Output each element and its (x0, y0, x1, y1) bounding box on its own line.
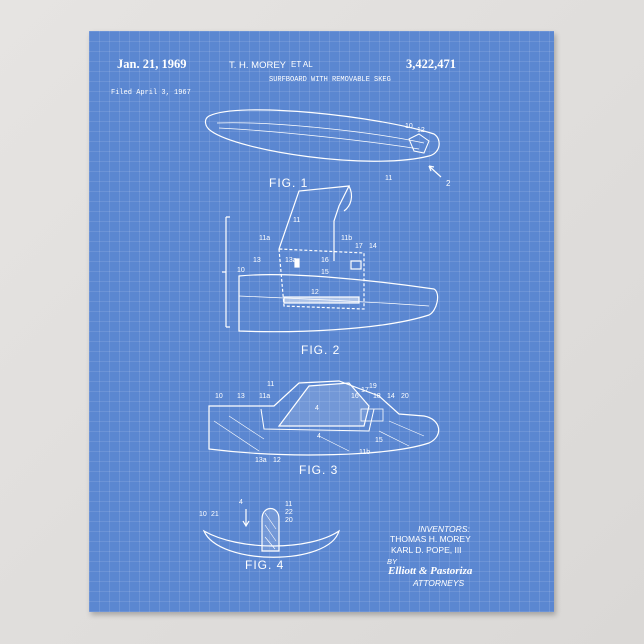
ref-numeral: 15 (321, 269, 329, 276)
ref-numeral: 17 (361, 387, 369, 394)
ref-numeral: 11b (341, 235, 352, 242)
fig2-label: FIG. 2 (301, 343, 340, 357)
fig3-label: FIG. 3 (299, 463, 338, 477)
ref-numeral: 11 (293, 217, 300, 224)
ref-numeral: 4 (317, 433, 321, 440)
ref-numeral: 13 (253, 257, 261, 264)
ref-numeral: 12 (417, 127, 425, 134)
ref-numeral: 11a (259, 393, 270, 400)
ref-numeral: 13a (255, 457, 267, 464)
ref-numeral: 10 (215, 393, 223, 400)
ref-numeral: 12 (311, 289, 319, 296)
ref-numeral: 11 (385, 175, 392, 182)
ref-numeral: 16 (351, 393, 359, 400)
ref-numeral: 17 (355, 243, 363, 250)
ref-numeral: 2 (446, 179, 450, 188)
patent-drawings (89, 31, 554, 612)
inventor-2: KARL D. POPE, III (391, 545, 462, 555)
ref-numeral: 19 (369, 383, 377, 390)
ref-numeral: 12 (273, 457, 281, 464)
ref-numeral: 18 (373, 393, 381, 400)
fig1-surfboard-drawing (205, 110, 441, 177)
ref-numeral: 11b (359, 449, 370, 456)
inventors-heading: INVENTORS: (418, 524, 470, 534)
ref-numeral: 11 (267, 381, 274, 388)
ref-numeral: 13a (285, 257, 297, 264)
ref-numeral: 20 (285, 517, 293, 524)
ref-numeral: 14 (369, 243, 377, 250)
ref-numeral: 10 (405, 123, 413, 130)
attorney-firm-signature: Elliott & Pastoriza (388, 565, 472, 577)
ref-numeral: 13 (237, 393, 245, 400)
ref-numeral: 11 (285, 501, 292, 508)
patent-poster: Jan. 21, 1969 T. H. MOREY ET AL 3,422,47… (89, 31, 554, 612)
ref-numeral: 14 (387, 393, 395, 400)
inventor-1: THOMAS H. MOREY (390, 534, 471, 544)
ref-numeral: 10 (199, 511, 207, 518)
ref-numeral: 15 (375, 437, 383, 444)
fig1-label: FIG. 1 (269, 176, 308, 190)
attorneys-label: ATTORNEYS (413, 578, 464, 588)
ref-numeral: 21 (211, 511, 219, 518)
ref-numeral: 4 (239, 499, 243, 506)
ref-numeral: 20 (401, 393, 409, 400)
ref-numeral: 4 (315, 405, 319, 412)
fig4-end-section-drawing (204, 509, 339, 558)
ref-numeral: 22 (285, 509, 293, 516)
ref-numeral: 10 (237, 267, 245, 274)
ref-numeral: 11a (259, 235, 270, 242)
fig4-label: FIG. 4 (245, 558, 284, 572)
ref-numeral: 16 (321, 257, 329, 264)
